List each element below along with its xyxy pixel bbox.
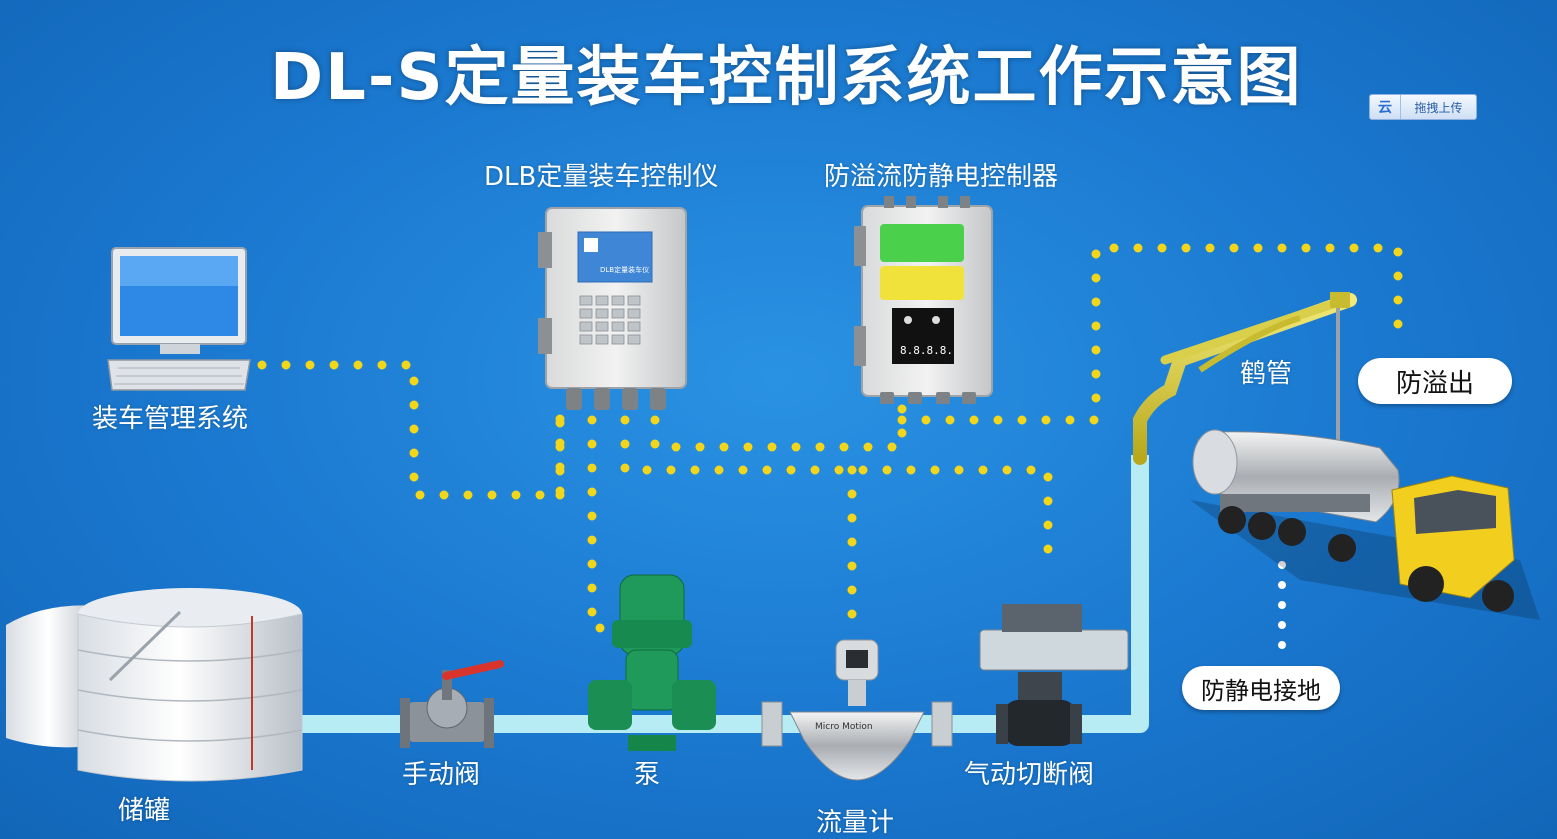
pump-icon	[588, 574, 716, 751]
overflow-controller-device: 8.8.8.8.	[854, 196, 993, 404]
computer-icon	[107, 247, 251, 391]
management-system-label: 装车管理系统	[92, 404, 249, 434]
page-title: DL-S定量装车控制系统工作示意图	[270, 41, 1303, 115]
controller-brand-text: DLB定量装车仪	[600, 265, 649, 274]
manual-valve-icon	[400, 660, 504, 748]
signal-wires	[257, 243, 1403, 633]
overflow-display-text: 8.8.8.8.	[900, 344, 953, 357]
storage-tank-label: 储罐	[118, 796, 171, 826]
pneumatic-valve-label: 气动切断阀	[964, 760, 1095, 790]
upload-label: 拖拽上传	[1414, 100, 1463, 115]
cloud-icon: 云	[1370, 95, 1401, 119]
crane-pipe-label: 鹤管	[1240, 359, 1293, 389]
crane-pipe-icon	[1133, 292, 1357, 465]
flowmeter-brand-text: Micro Motion	[815, 722, 873, 732]
pneumatic-valve-icon	[979, 604, 1129, 746]
dlb-controller-device: DLB定量装车仪	[538, 207, 687, 410]
storage-tank-icon	[6, 588, 303, 782]
overflow-controller-label: 防溢流防静电控制器	[824, 162, 1059, 192]
grounding-bubble: 防静电接地	[1182, 666, 1340, 710]
tanker-truck-icon	[1190, 429, 1540, 620]
pipeline	[300, 455, 1149, 733]
overflow-bubble: 防溢出	[1358, 358, 1512, 404]
manual-valve-label: 手动阀	[402, 760, 481, 790]
controller-label: DLB定量装车控制仪	[484, 162, 719, 192]
flow-meter-label: 流量计	[816, 808, 895, 838]
flow-meter-icon: Micro Motion	[761, 639, 953, 781]
pump-label: 泵	[634, 760, 661, 790]
upload-button[interactable]: 云 拖拽上传	[1369, 94, 1477, 120]
